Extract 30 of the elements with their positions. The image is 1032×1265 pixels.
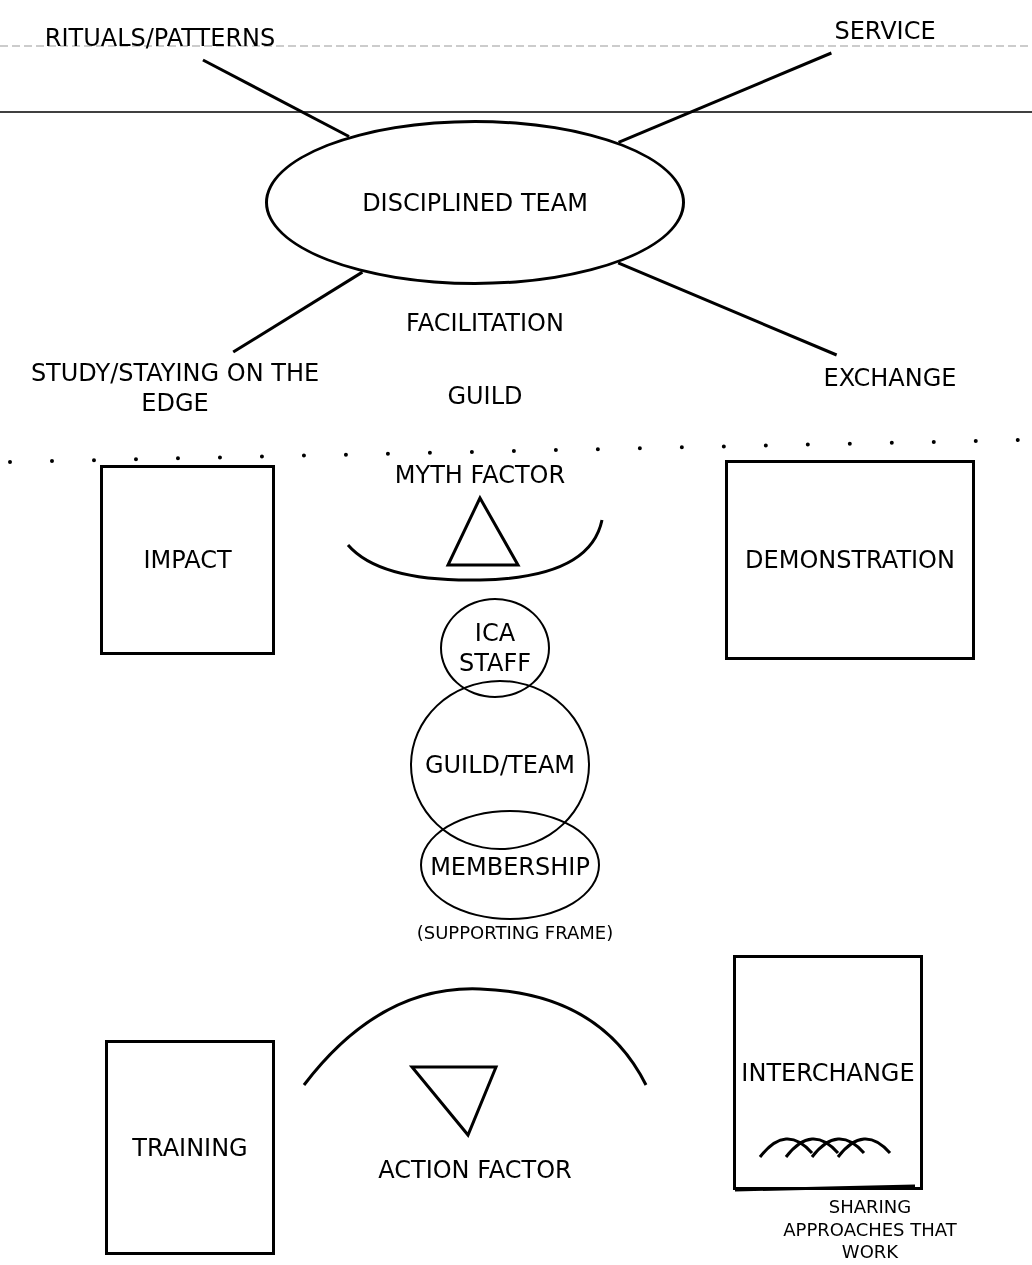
node-label: EXCHANGE (823, 362, 957, 393)
node-label: ACTION FACTOR (378, 1155, 572, 1185)
node-label: INTERCHANGE (741, 1057, 915, 1088)
node-label: GUILD/TEAM (424, 750, 576, 780)
node-label: DEMONSTRATION (745, 545, 955, 575)
node-label: RITUALS/PATTERNS (44, 22, 276, 53)
text-label: FACILITATION (405, 308, 565, 339)
circle-node (420, 810, 600, 920)
connector-line (232, 270, 364, 354)
box-node (725, 460, 975, 660)
box-node (733, 955, 923, 1190)
text-label: GUILD (446, 381, 524, 412)
box-node (105, 1040, 275, 1255)
connector-line (617, 51, 832, 144)
node-label: IMPACT (143, 545, 232, 575)
connector-line (617, 261, 838, 357)
node-label: MYTH FACTOR (394, 460, 566, 490)
node-label: ICA STAFF (458, 618, 532, 678)
box-node (100, 465, 275, 655)
circle-node (410, 680, 590, 850)
node-label: STUDY/STAYING ON THE EDGE (30, 358, 320, 418)
node-label: SERVICE (834, 15, 936, 46)
node-label: MEMBERSHIP (430, 852, 590, 882)
ellipse-node (265, 120, 685, 285)
node-label: TRAINING (132, 1132, 248, 1163)
caption-text: (SUPPORTING FRAME) (415, 922, 615, 945)
node-label: DISCIPLINED TEAM (362, 187, 588, 218)
caption-text: SHARING APPROACHES THAT WORK (782, 1196, 958, 1264)
circle-node (440, 598, 550, 698)
connector-line (202, 58, 350, 138)
